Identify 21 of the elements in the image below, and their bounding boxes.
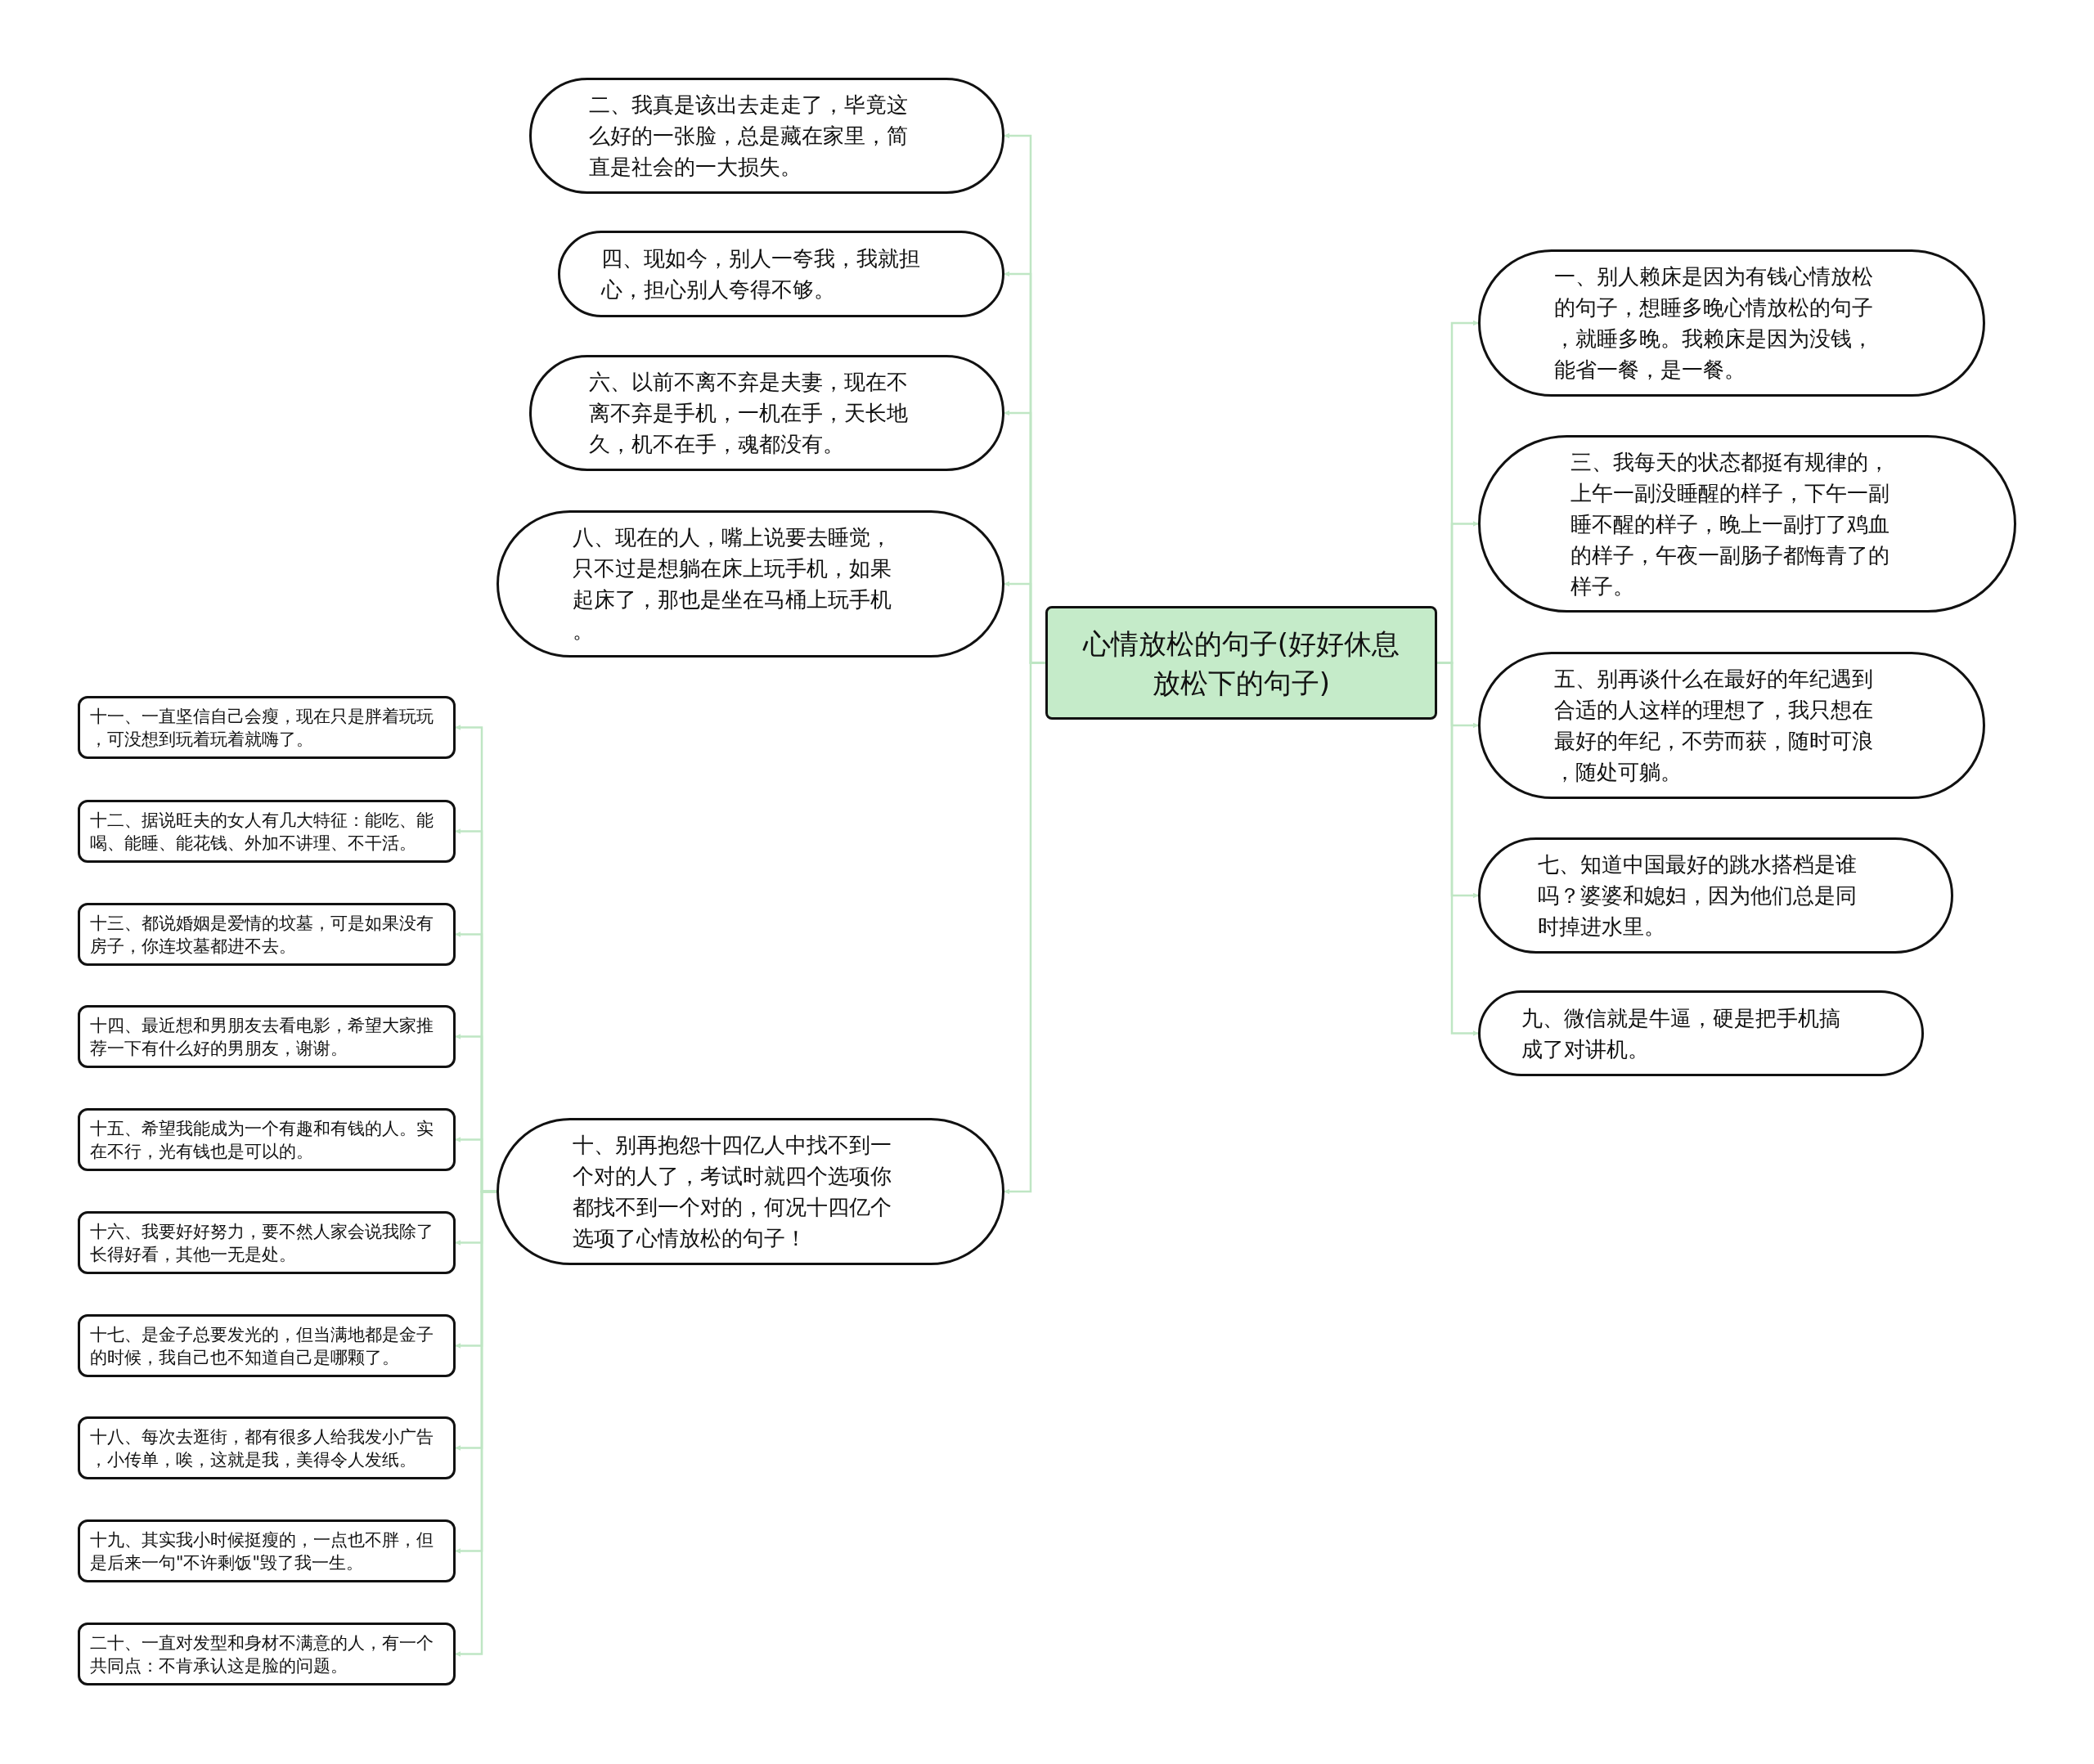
subtopic-box: 二十、一直对发型和身材不满意的人，有一个共同点：不肯承认这是脸的问题。 bbox=[78, 1623, 456, 1685]
branch-topic-pill: 二、我真是该出去走走了，毕竟这么好的一张脸，总是藏在家里，简直是社会的一大损失。 bbox=[529, 78, 1004, 194]
subtopic-box: 十七、是金子总要发光的，但当满地都是金子的时候，我自己也不知道自己是哪颗了。 bbox=[78, 1314, 456, 1377]
subtopic-box: 十五、希望我能成为一个有趣和有钱的人。实在不行，光有钱也是可以的。 bbox=[78, 1108, 456, 1171]
subtopic-box: 十六、我要好好努力，要不然人家会说我除了长得好看，其他一无是处。 bbox=[78, 1211, 456, 1274]
branch-topic-pill: 五、别再谈什么在最好的年纪遇到合适的人这样的理想了，我只想在最好的年纪，不劳而获，随时可浪，随处可躺。 bbox=[1478, 652, 1985, 799]
branch-topic-pill: 六、以前不离不弃是夫妻，现在不离不弃是手机，一机在手，天长地久，机不在手，魂都没有。 bbox=[529, 355, 1004, 471]
branch-topic-pill: 一、别人赖床是因为有钱心情放松的句子，想睡多晚心情放松的句子，就睡多晚。我赖床是因为没钱，能省一餐，是一餐。 bbox=[1478, 249, 1985, 397]
subtopic-box: 十九、其实我小时候挺瘦的，一点也不胖，但是后来一句"不许剩饭"毁了我一生。 bbox=[78, 1519, 456, 1582]
branch-topic-pill: 七、知道中国最好的跳水搭档是谁吗？婆婆和媳妇，因为他们总是同时掉进水里。 bbox=[1478, 837, 1953, 954]
central-topic-box: 心情放松的句子(好好休息放松下的句子) bbox=[1045, 606, 1437, 720]
branch-topic-pill: 九、微信就是牛逼，硬是把手机搞成了对讲机。 bbox=[1478, 990, 1924, 1076]
branch-topic-pill: 四、现如今，别人一夸我，我就担心，担心别人夸得不够。 bbox=[558, 231, 1004, 317]
branch-topic-pill: 十、别再抱怨十四亿人中找不到一个对的人了，考试时就四个选项你都找不到一个对的，何况十四亿个选项了心情放松的句子！ bbox=[497, 1118, 1004, 1265]
branch-topic-pill: 八、现在的人，嘴上说要去睡觉，只不过是想躺在床上玩手机，如果起床了，那也是坐在马桶上玩手机。 bbox=[497, 510, 1004, 658]
subtopic-box: 十四、最近想和男朋友去看电影，希望大家推荐一下有什么好的男朋友，谢谢。 bbox=[78, 1005, 456, 1068]
subtopic-box: 十一、一直坚信自己会瘦，现在只是胖着玩玩，可没想到玩着玩着就嗨了。 bbox=[78, 696, 456, 759]
subtopic-box: 十二、据说旺夫的女人有几大特征：能吃、能喝、能睡、能花钱、外加不讲理、不干活。 bbox=[78, 800, 456, 863]
subtopic-box: 十三、都说婚姻是爱情的坟墓，可是如果没有房子，你连坟墓都进不去。 bbox=[78, 903, 456, 966]
branch-topic-pill: 三、我每天的状态都挺有规律的，上午一副没睡醒的样子，下午一副睡不醒的样子，晚上一副打了鸡血的样子，午夜一副肠子都悔青了的样子。 bbox=[1478, 435, 2016, 613]
subtopic-box: 十八、每次去逛街，都有很多人给我发小广告，小传单，唉，这就是我，美得令人发纸。 bbox=[78, 1416, 456, 1479]
